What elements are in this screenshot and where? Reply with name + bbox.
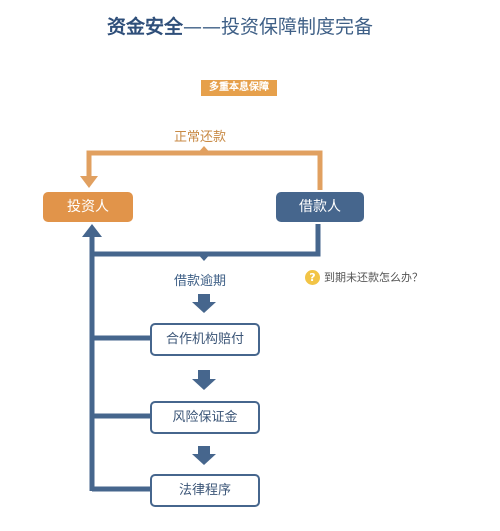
title-sub: 投资保障制度完备 [221, 16, 374, 38]
repayment-arrow-head [80, 176, 98, 188]
repayment-arrow-line [86, 150, 323, 190]
return-arrow-head [82, 224, 102, 237]
step-legal-procedure: 法律程序 [150, 474, 260, 507]
step-risk-margin: 风险保证金 [150, 401, 260, 434]
overdue-midpoint-notch [196, 252, 212, 261]
down-arrow-2 [192, 370, 216, 390]
overdue-line [92, 224, 321, 257]
down-arrow-3 [192, 446, 216, 465]
down-arrow-1 [192, 294, 216, 313]
repayment-label: 正常还款 [173, 130, 226, 145]
repayment-midpoint-notch [196, 146, 212, 155]
title-main: 资金安全 [106, 16, 183, 38]
investor-node: 投资人 [43, 192, 133, 222]
borrower-node: 借款人 [276, 192, 364, 222]
page-title: 资金安全——投资保障制度完备 [0, 12, 480, 39]
overdue-label: 借款逾期 [173, 274, 226, 289]
faq-question: 到期未还款怎么办？ [324, 271, 423, 284]
title-dash: —— [183, 16, 221, 38]
guarantee-badge: 多重本息保障 [201, 80, 277, 96]
step-partner-compensation: 合作机构赔付 [150, 323, 260, 356]
faq-link[interactable]: ? 到期未还款怎么办？ [305, 268, 423, 286]
question-icon: ? [305, 269, 320, 285]
